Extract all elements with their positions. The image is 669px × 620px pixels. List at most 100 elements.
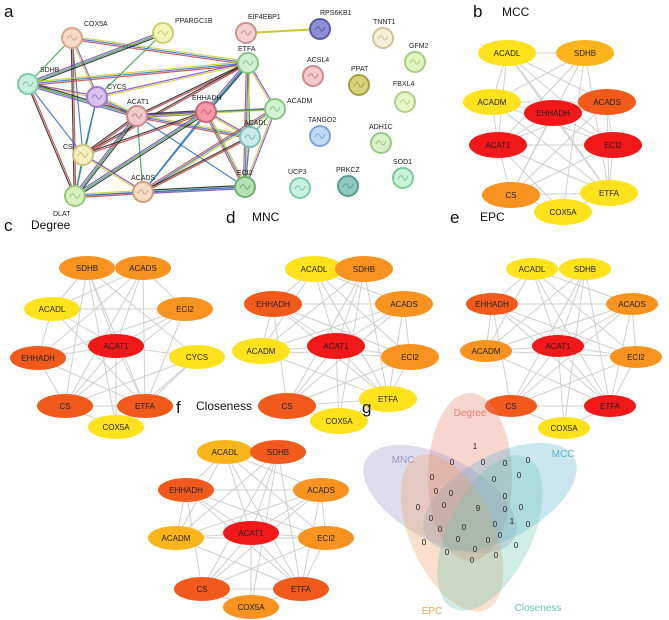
venn-count: 0 [430,473,435,482]
string-edge [243,108,275,187]
hub-node-label: ACADM [162,534,191,543]
string-node-label: PPAT [351,66,369,73]
string-node-label: COX5A [84,21,108,28]
hub-node-eci2: ECI2 [584,132,642,158]
string-node-label: ACAT1 [127,99,149,106]
hub-node-ellipse [482,182,540,208]
string-node-ppargc1b: PPARGC1B [152,18,213,44]
hub-node-acadl: ACADL [506,258,558,280]
string-edge [28,83,77,196]
hub-node-sdhb: SDHB [59,256,115,280]
hub-node-cox5a: COX5A [534,199,592,225]
string-node-label: GFM2 [409,43,429,50]
hub-node-label: ACADL [39,305,66,314]
hub-node-label: ACAT1 [545,342,571,351]
hub-node-ehhadh: EHHADH [10,346,66,370]
hub-edge [485,268,586,352]
string-node-ehhadh: EHHADH [192,95,222,123]
hub-edge [506,52,614,146]
hub-node-ellipse [460,340,512,362]
string-node-label: EIF4EBP1 [248,14,281,21]
string-edge [28,33,164,87]
venn-count: 0 [416,503,421,512]
hub-node-ellipse [10,346,66,370]
string-edge [242,62,248,187]
hub-node-ellipse [293,478,349,502]
string-node-label: ECI2 [237,170,253,177]
venn-count: 1 [473,442,478,451]
protein-structure-icon [377,35,389,41]
venn-count: 0 [445,548,450,557]
venn-count: 0 [503,459,508,468]
string-node-label: ACSL4 [307,57,329,64]
hub-node-ellipse [466,293,518,315]
string-edge [74,189,143,196]
hub-node-ellipse [580,180,638,206]
hub-node-ellipse [273,577,329,601]
string-edge [142,135,250,192]
string-edge [74,111,207,197]
protein-structure-icon [131,113,143,119]
protein-structure-icon [269,106,281,112]
hub-node-ellipse [469,132,527,158]
string-edge [82,155,143,194]
hub-node-label: SDHB [353,265,375,274]
venn-set-label: Degree [454,408,487,419]
hub-node-ellipse [375,291,433,317]
hub-edge [64,267,88,407]
hub-node-acadl: ACADL [197,440,253,464]
string-node-eci2: ECI2 [234,170,256,198]
hub-node-label: SDHB [574,49,596,58]
hub-node-label: SDHB [267,448,289,457]
string-edge [70,38,75,197]
string-edge [142,111,207,193]
protein-structure-icon [294,185,306,191]
protein-structure-icon [200,109,212,115]
hub-edge [144,308,186,407]
string-edge [27,62,249,85]
string-edge [75,192,144,199]
hub-node-label: ACADL [301,265,328,274]
venn-count: 0 [481,458,486,467]
venn-count: 0 [449,489,454,498]
hub-node-etfa: ETFA [359,386,417,412]
hub-edge [277,451,302,590]
string-edge [96,32,164,98]
hub-node-ehhadh: EHHADH [466,293,518,315]
string-node-ucp3: UCP3 [288,169,311,199]
protein-structure-icon [397,175,409,181]
hub-node-cox5a: COX5A [310,408,368,434]
hub-node-ellipse [250,440,306,464]
hub-node-ellipse [197,440,253,464]
string-node-tango2: TANGO2 [308,117,336,147]
hub-node-ellipse [298,526,354,550]
hub-edge [86,267,198,358]
venn-count: 0 [422,538,427,547]
hub-edge [37,308,186,359]
string-edge [83,63,249,157]
panel-label-f: f [176,398,181,417]
hub-edge [272,303,411,358]
hub-edge [86,267,117,347]
hub-node-ellipse [244,291,302,317]
hub-edge [510,112,554,196]
string-node-label: CYCS [107,84,127,91]
string-edge [27,60,248,84]
string-edge [136,109,206,116]
panel-label-d: d [226,208,235,227]
hub-node-label: EHHADH [256,300,290,309]
hub-node-eci2: ECI2 [381,344,439,370]
hub-node-cs: CS [482,182,540,208]
string-node-label: TANGO2 [308,117,336,124]
venn-count: 0 [492,475,497,484]
hub-node-cycs: CYCS [169,345,225,369]
hub-node-ellipse [556,40,614,66]
string-node-label: DLAT [53,211,71,218]
hub-node-ellipse [584,395,636,417]
hub-node-acadm: ACADM [148,526,204,550]
hub-node-acads: ACADS [115,256,171,280]
hub-node-ellipse [115,256,171,280]
hub-node-acat1: ACAT1 [88,334,144,358]
